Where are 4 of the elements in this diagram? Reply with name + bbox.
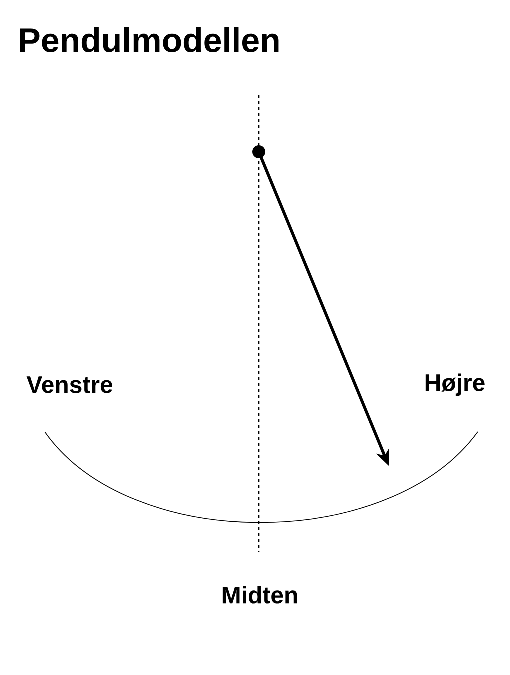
position-label: Venstre	[26, 376, 113, 394]
position-label: Midten	[222, 586, 298, 604]
title: Pendulmodellen	[20, 28, 279, 52]
position-label: Højre	[426, 374, 485, 396]
